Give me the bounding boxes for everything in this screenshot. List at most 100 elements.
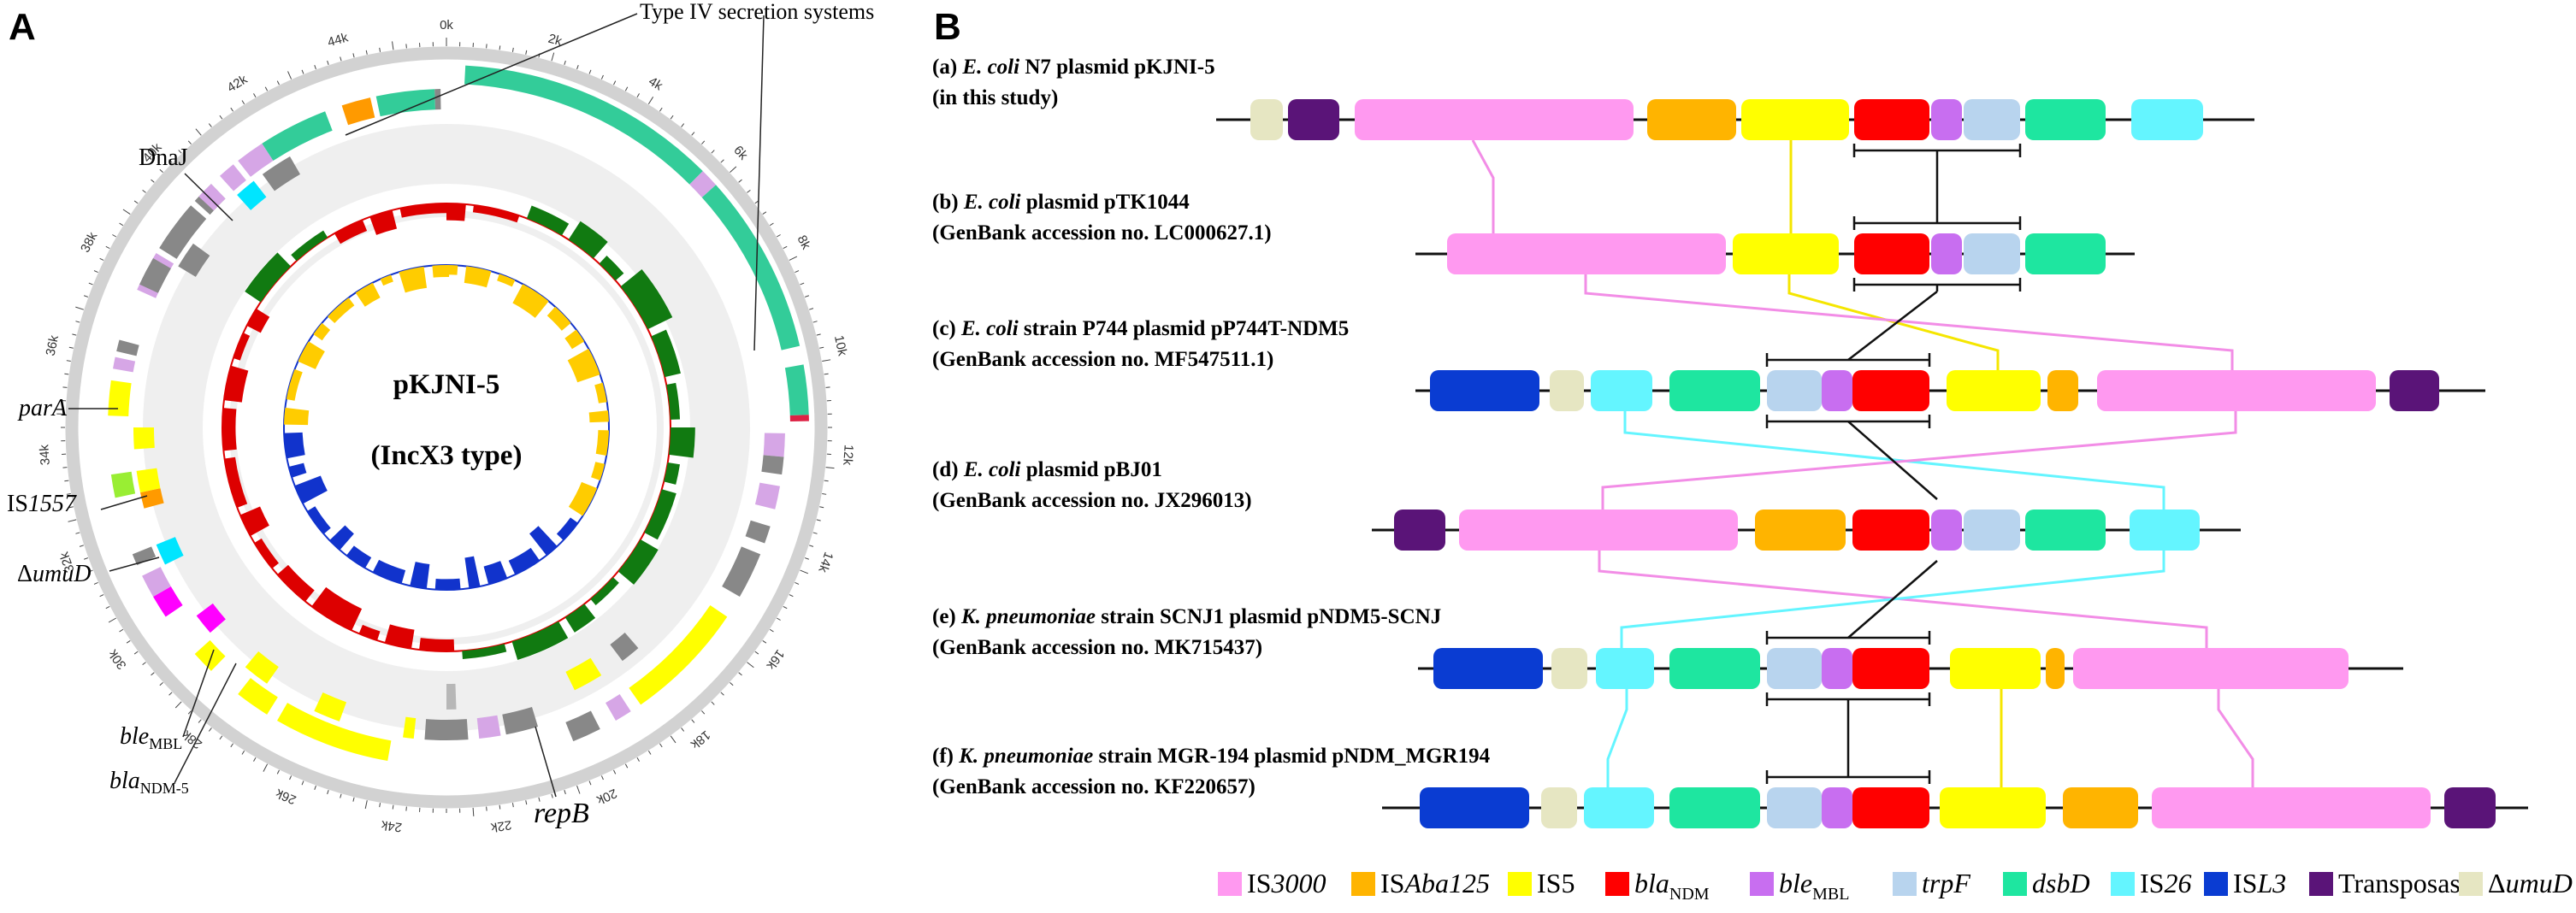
tick-mark [783, 245, 788, 250]
homology-link [1623, 411, 2165, 510]
tick-mark [352, 797, 355, 802]
skew-bar [591, 462, 606, 480]
legend-label: bleMBL [1779, 868, 1849, 904]
plasmid-type: (IncX3 type) [371, 440, 523, 471]
skew-bar [508, 547, 540, 575]
tick-mark [747, 662, 754, 669]
callout-lines [68, 13, 765, 798]
tick-mark [647, 97, 654, 105]
tick-mark [151, 672, 155, 676]
gene-segment [153, 586, 183, 617]
gene-isl3 [1420, 787, 1529, 828]
gene-segment [156, 537, 184, 565]
tick-mark [195, 128, 202, 136]
tick-mark [112, 234, 117, 238]
callout-line [109, 557, 160, 572]
tick-mark [119, 222, 124, 227]
gene-ndm [1854, 233, 1929, 274]
row-title: (f) K. pneumoniae strain MGR-194 plasmid… [932, 745, 1491, 768]
tick-mark [691, 132, 695, 136]
tick-label: 36k [44, 333, 62, 357]
plasmid-name: pKJNI-5 [393, 369, 500, 400]
gene-segment [194, 639, 226, 671]
row-title: (e) K. pneumoniae strain SCNJ1 plasmid p… [932, 605, 1441, 628]
gene-dsbd [1669, 370, 1760, 411]
panel-label-a: A [9, 6, 36, 48]
gc-bar [511, 621, 569, 660]
gc-bar [568, 221, 608, 259]
gene-dsbd [2025, 510, 2106, 551]
legend-label: trpF [1922, 868, 1970, 898]
tick-label: 14k [815, 550, 836, 574]
tick-label: 0k [440, 18, 453, 32]
tick-mark [800, 282, 805, 286]
tick-mark [159, 168, 163, 173]
skew-bar [286, 368, 303, 401]
bracket-link [1847, 560, 1938, 639]
gene-segment [178, 243, 210, 277]
gene-trpf [1767, 648, 1822, 689]
tick-mark [68, 519, 77, 522]
legend-swatch [2204, 872, 2228, 896]
gc-bar [472, 204, 520, 223]
tick-mark [314, 65, 316, 70]
gc-bar [399, 203, 451, 218]
gene-is3000 [1355, 99, 1634, 140]
tick-mark [208, 123, 212, 127]
gene-is5 [1950, 648, 2041, 689]
tick-mark [68, 346, 74, 349]
gene-segment [689, 171, 717, 198]
tick-mark [219, 115, 223, 120]
gc-bar [334, 220, 368, 244]
gene-isl3 [1433, 648, 1543, 689]
row-subtitle: (GenBank accession no. JX296013) [932, 489, 1252, 512]
tick-mark [187, 140, 192, 144]
gene-trpf [1964, 233, 2020, 274]
skew-bar [483, 561, 508, 585]
skew-bar [568, 481, 598, 516]
tick-mark [809, 308, 814, 310]
tick-mark [64, 480, 69, 482]
gene-segment [565, 657, 602, 691]
tick-mark [198, 719, 202, 723]
gene-is26 [1584, 787, 1654, 828]
tick-label: 16k [763, 647, 787, 673]
gene-segment [132, 546, 157, 566]
tick-mark [72, 333, 77, 336]
legend-swatch [2003, 872, 2027, 896]
legend-swatch [1508, 872, 1532, 896]
bracket-link [1847, 421, 1938, 500]
tick-mark [340, 793, 342, 798]
gene-dsbd [2025, 233, 2106, 274]
gene-segment [314, 692, 347, 722]
tick-mark [636, 757, 640, 762]
tick-mark [99, 594, 104, 598]
gene-segment [116, 339, 139, 356]
skew-bar [313, 322, 331, 341]
gene-umud [1550, 370, 1584, 411]
legend-swatch [1605, 872, 1629, 896]
tick-mark [762, 639, 767, 644]
row-subtitle: (GenBank accession no. MK715437) [932, 636, 1262, 659]
tick-mark [551, 52, 555, 62]
callout-repb: repB [534, 798, 589, 829]
tick-mark [624, 763, 629, 769]
skew-bar [594, 382, 607, 403]
backbone-ring [65, 46, 828, 809]
tick-mark [119, 628, 124, 633]
skew-bar [595, 430, 609, 456]
gene-segment [198, 184, 226, 211]
tick-mark [93, 581, 98, 585]
legend-label: dsbD [2032, 868, 2090, 898]
tick-mark [576, 65, 579, 70]
tick-mark [499, 804, 501, 810]
tick-mark [208, 727, 212, 732]
tick-label: 26k [274, 786, 298, 807]
gc-bar [599, 256, 624, 281]
tick-mark [825, 386, 830, 388]
gene-ble [1822, 648, 1852, 689]
gene-dsbd [1669, 787, 1760, 828]
gene-segment [108, 380, 132, 417]
